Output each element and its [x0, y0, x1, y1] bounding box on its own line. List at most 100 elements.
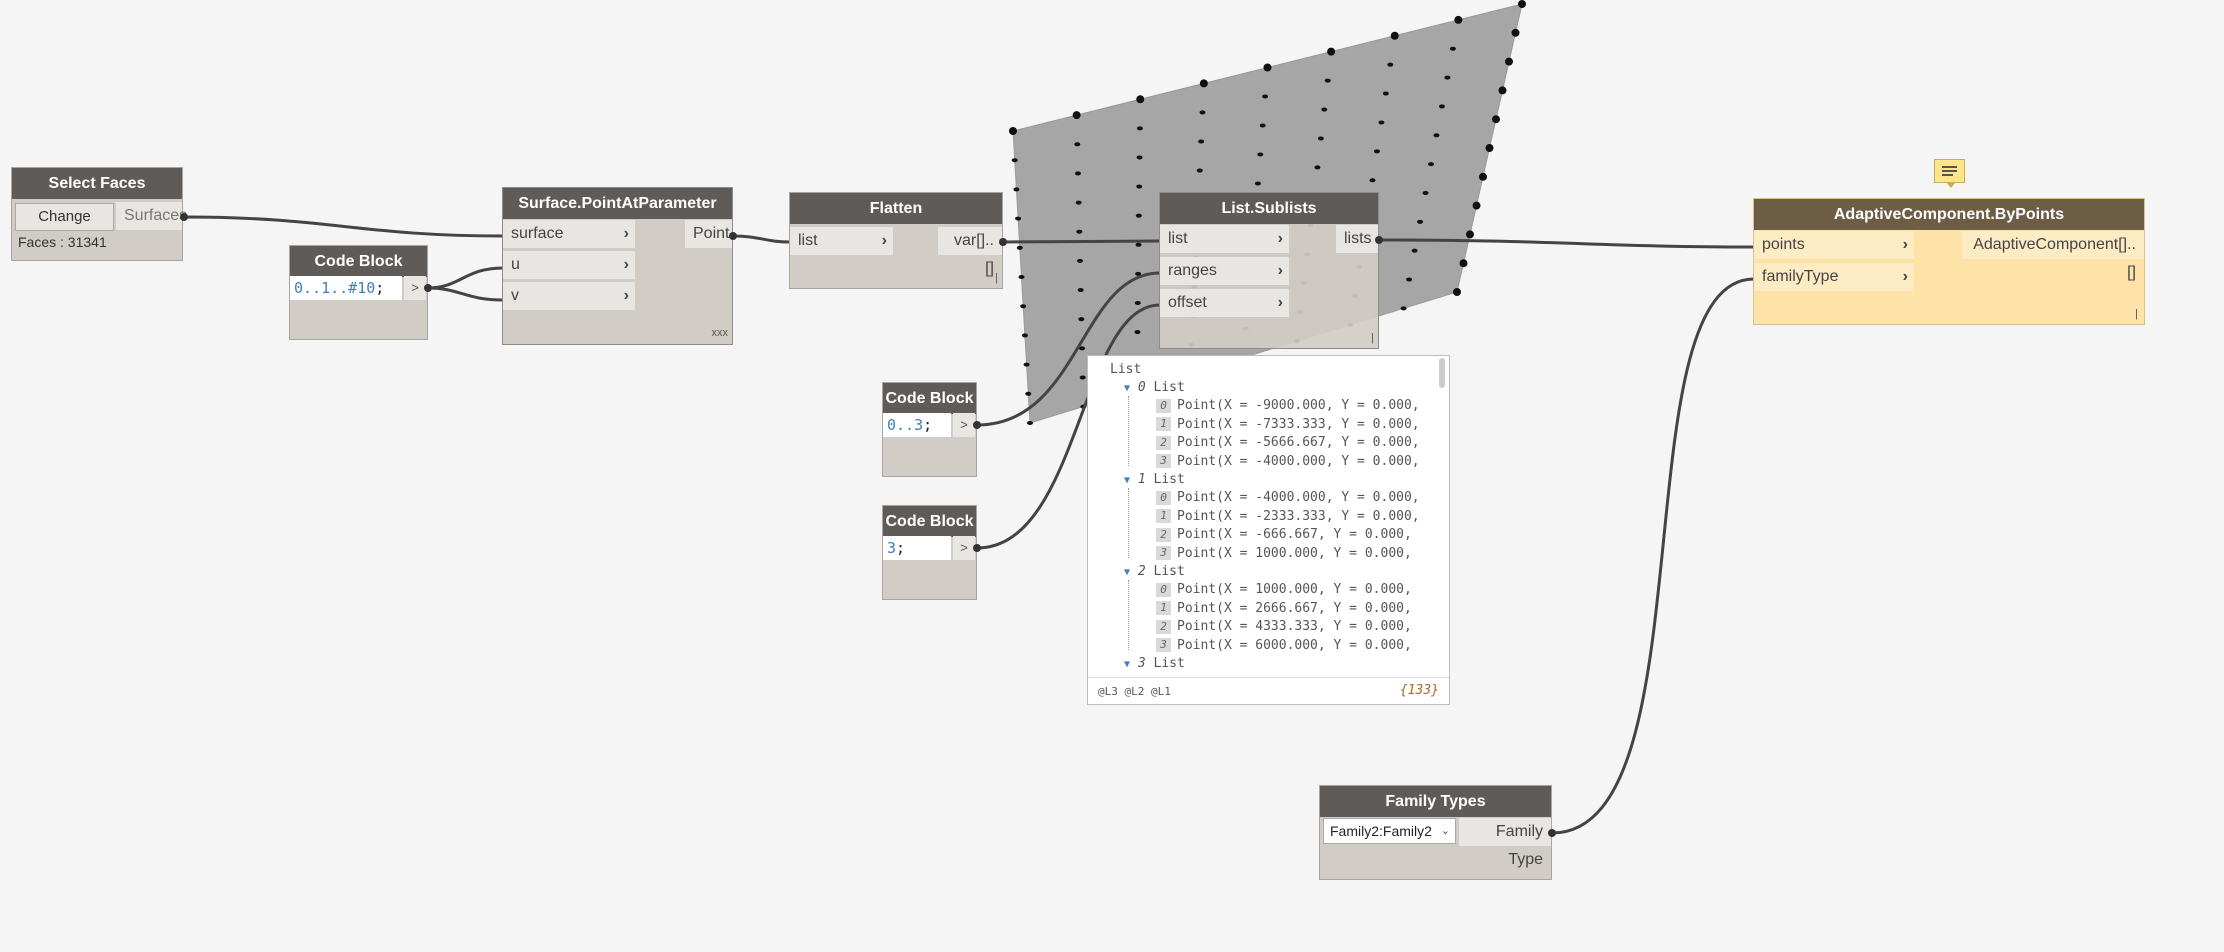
u-input-port[interactable]: u› [503, 251, 635, 279]
select-faces-node[interactable]: Select Faces Change Surfaces Faces : 313… [12, 168, 187, 260]
preview-root-label: List [1110, 362, 1142, 377]
point-output-port[interactable]: Point [685, 220, 732, 248]
list-input-port[interactable]: list› [790, 227, 893, 255]
surface-point [1016, 245, 1023, 250]
item-value: Point(X = -666.667, Y = 0.000, [1177, 527, 1412, 542]
list-input-port[interactable]: list› [1160, 225, 1289, 253]
surface-point [1444, 75, 1451, 80]
code-input[interactable]: 0..3; [883, 413, 951, 437]
surface-point [1262, 94, 1269, 99]
surface-point [1257, 152, 1264, 157]
code-token: 1 [321, 279, 331, 297]
lacing-indicator[interactable]: xxx [711, 327, 729, 339]
surface-point [1411, 248, 1418, 253]
expand-toggle-icon[interactable]: ▼ [1124, 383, 1131, 394]
family-types-node[interactable]: Family Types Family2:Family2 ⌄ Family Ty… [1320, 786, 1551, 879]
wire-offset-to-offset[interactable] [976, 303, 1161, 550]
wire-code-to-u[interactable] [427, 266, 504, 290]
list-levels: @L3 @L2 @L1 [1098, 685, 1171, 698]
list-index: 2 [1137, 564, 1146, 579]
code-output-port[interactable]: > [953, 413, 975, 437]
code-input[interactable]: 0..1..#10; [290, 276, 402, 300]
item-index: 0 [1156, 398, 1171, 413]
surface-point [1472, 201, 1481, 210]
code-output-port[interactable]: > [953, 536, 975, 560]
expand-toggle-icon[interactable]: ▼ [1124, 475, 1131, 486]
surfaces-output-port[interactable]: Surfaces [116, 202, 187, 230]
surface-point [1378, 120, 1385, 125]
list-index: 3 [1137, 656, 1146, 671]
v-input-port[interactable]: v› [503, 282, 635, 310]
chevron-right-icon: › [1902, 268, 1908, 285]
wire-code-to-v[interactable] [427, 286, 504, 302]
offset-input-port[interactable]: offset› [1160, 289, 1289, 317]
surface-point [1021, 333, 1028, 338]
expand-toggle-icon[interactable]: ▼ [1124, 567, 1131, 578]
wire-surfaces-to-surface[interactable] [183, 215, 504, 238]
surface-point [1327, 47, 1336, 56]
port-dot [973, 421, 981, 429]
note-icon[interactable] [1934, 159, 1965, 188]
item-index: 1 [1156, 601, 1171, 615]
surface-point [1505, 57, 1513, 66]
lacing-indicator[interactable]: | [995, 272, 998, 284]
surface-point [1074, 171, 1081, 176]
wire-range-to-ranges[interactable] [976, 271, 1161, 427]
wire-point-to-flatten[interactable] [732, 234, 791, 244]
chevron-right-icon: › [1277, 262, 1283, 279]
code-block-offset-node[interactable]: Code Block 3; > [883, 506, 976, 599]
points-input-port[interactable]: points› [1754, 231, 1914, 259]
lacing-indicator[interactable]: | [1371, 332, 1374, 344]
node-title: Code Block [883, 383, 976, 414]
code-block-uv-node[interactable]: Code Block 0..1..#10; > [290, 246, 427, 339]
preview-list-header: ▼ 3 List [1124, 656, 1185, 671]
wire-family-to-familytype[interactable] [1551, 277, 1755, 835]
adaptive-output-port[interactable]: AdaptiveComponent[]..[] [1962, 231, 2144, 281]
surface-point [1382, 91, 1389, 96]
lists-output-port[interactable]: lists [1336, 225, 1378, 253]
surface-point [1136, 126, 1143, 131]
flatten-node[interactable]: Flatten list› var[]..[] | [790, 193, 1002, 288]
wire-sublists-to-points[interactable] [1378, 238, 1755, 249]
surface-point [1263, 63, 1272, 72]
code-block-range-node[interactable]: Code Block 0..3; > [883, 383, 976, 476]
var-output-port[interactable]: var[]..[] [938, 227, 1002, 277]
chevron-right-icon: › [623, 225, 629, 242]
preview-scrollbar[interactable] [1439, 358, 1445, 388]
point-at-parameter-node[interactable]: Surface.PointAtParameter surface› u› v› … [503, 188, 732, 344]
surface-point [1453, 288, 1461, 296]
wire-flatten-to-sublists[interactable] [1002, 239, 1161, 244]
surface-point [1321, 107, 1328, 112]
family-type-output-port[interactable]: Family Type [1459, 818, 1551, 868]
change-button[interactable]: Change [15, 203, 114, 231]
list-label: List [1153, 380, 1185, 395]
lacing-indicator[interactable]: | [2135, 308, 2138, 320]
list-sublists-node[interactable]: List.Sublists list› ranges› offset› list… [1160, 193, 1378, 348]
item-index: 1 [1156, 509, 1171, 523]
ranges-input-port[interactable]: ranges› [1160, 257, 1289, 285]
surface-point [1254, 181, 1261, 186]
adaptive-component-node[interactable]: AdaptiveComponent.ByPoints points› famil… [1754, 199, 2144, 324]
surface-point [1400, 306, 1407, 311]
code-token: ; [375, 279, 385, 297]
surface-point [1459, 259, 1468, 268]
surface-point [1136, 95, 1145, 104]
surface-point [1422, 190, 1429, 195]
item-count: {133} [1399, 683, 1439, 698]
surface-point [1018, 275, 1025, 279]
node-title: Flatten [790, 193, 1002, 224]
code-token: 3 [887, 539, 897, 557]
surface-point [1135, 213, 1142, 218]
family-type-dropdown[interactable]: Family2:Family2 ⌄ [1323, 818, 1456, 844]
code-input[interactable]: 3; [883, 536, 951, 560]
port-label: u [511, 256, 520, 273]
expand-toggle-icon[interactable]: ▼ [1124, 659, 1131, 670]
family-type-input-port[interactable]: familyType› [1754, 263, 1914, 291]
list-label: List [1153, 564, 1185, 579]
surface-point [1324, 78, 1331, 83]
surface-input-port[interactable]: surface› [503, 220, 635, 248]
code-output-port[interactable]: > [404, 276, 426, 300]
